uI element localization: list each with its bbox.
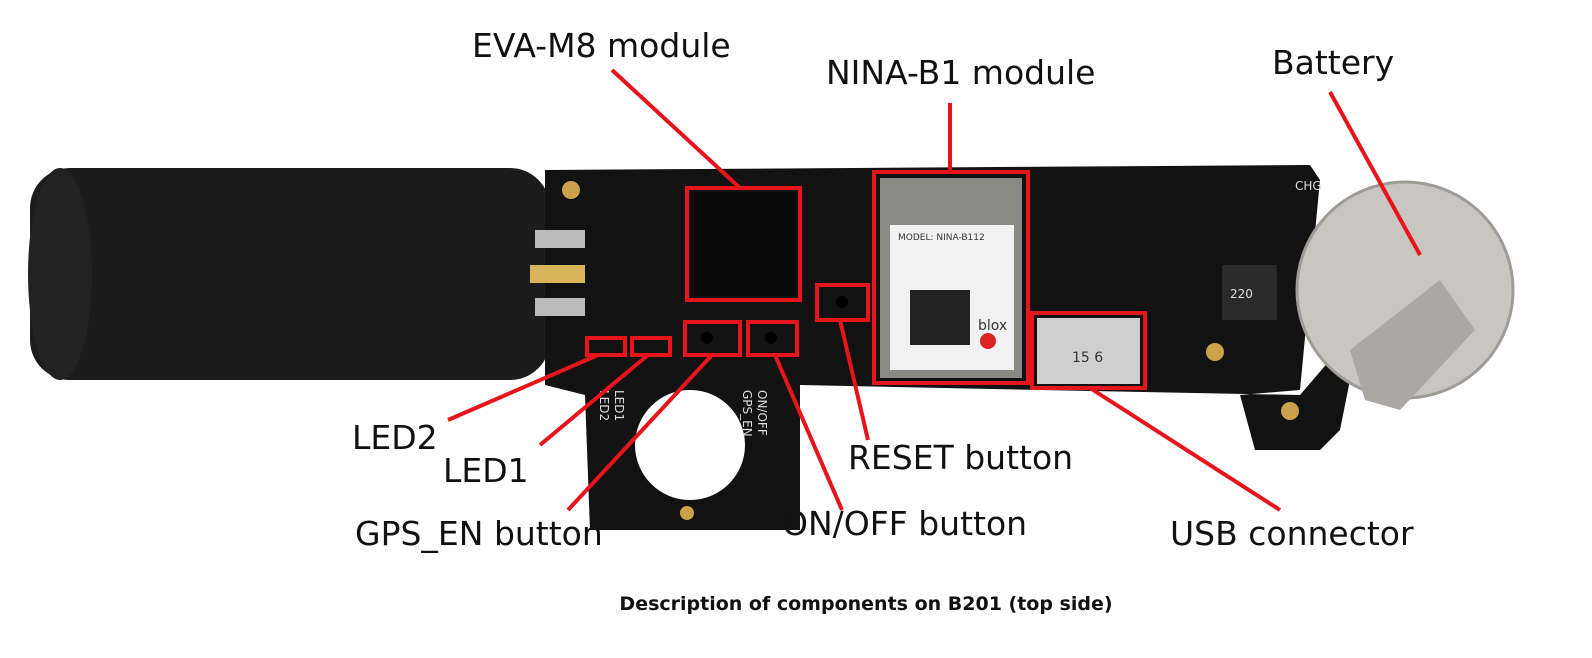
- label-gps-en-button: GPS_EN button: [355, 514, 603, 553]
- eva-m8-leader: [610, 68, 742, 190]
- eva-m8-highlight: [685, 186, 802, 302]
- label-battery: Battery: [1272, 43, 1394, 82]
- usb-connector-highlight: [1030, 311, 1147, 390]
- antenna-cylinder: [28, 168, 550, 380]
- label-led2: LED2: [352, 418, 438, 457]
- label-on-off-button: ON/OFF button: [782, 504, 1027, 543]
- silk-on-off: ON/OFF: [755, 390, 769, 436]
- gps-en-button-highlight: [683, 320, 742, 357]
- led2-highlight: [585, 336, 627, 357]
- led2-leader: [447, 353, 599, 422]
- figure-caption: Description of components on B201 (top s…: [619, 593, 1112, 615]
- usb-leader: [1088, 386, 1282, 512]
- label-nina-b1: NINA-B1 module: [826, 53, 1095, 92]
- pcb-board: [530, 165, 1350, 530]
- led1-leader: [538, 353, 650, 447]
- label-eva-m8: EVA-M8 module: [472, 26, 731, 65]
- silk-led1: LED1: [612, 390, 626, 421]
- battery-leader: [1328, 91, 1422, 256]
- led1-highlight: [630, 336, 672, 357]
- silk-led2: LED2: [597, 390, 611, 421]
- on-off-leader: [773, 354, 844, 511]
- label-reset-button: RESET button: [848, 438, 1073, 477]
- reset-button-highlight: [815, 283, 870, 322]
- silk-module-brand: blox: [978, 318, 1007, 334]
- silk-chg: CHG: [1295, 179, 1322, 193]
- silk-gps-en: GPS_EN: [740, 390, 754, 437]
- silk-module-model: MODEL: NINA-B112: [898, 233, 985, 243]
- gps-en-leader: [566, 353, 714, 512]
- on-off-button-highlight: [746, 320, 799, 357]
- battery-cell: [1295, 180, 1515, 410]
- label-usb-connector: USB connector: [1170, 514, 1414, 553]
- silk-usb-mark: 15 6: [1072, 350, 1103, 366]
- reset-leader: [838, 319, 870, 441]
- label-led1: LED1: [443, 451, 529, 490]
- silk-inductor: 220: [1230, 287, 1253, 301]
